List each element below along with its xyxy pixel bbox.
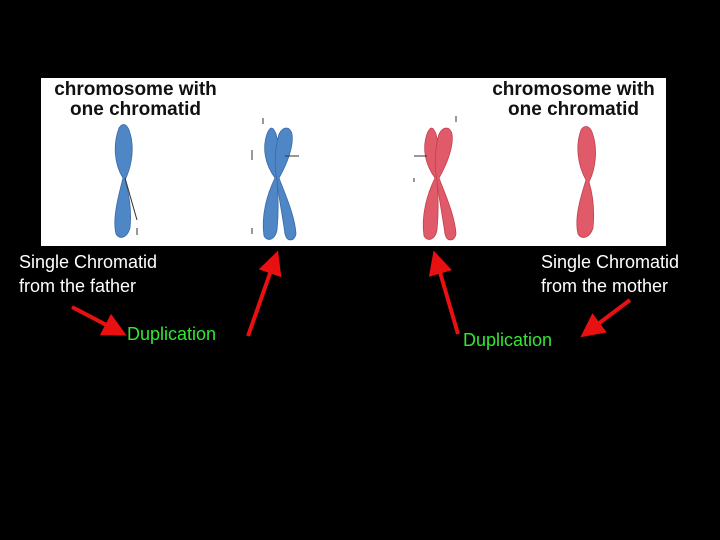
father-label-line1: Single Chromatid (19, 252, 158, 272)
right-figure-label: chromosome with one chromatid (481, 80, 666, 120)
father-duplicated-chromosome (251, 118, 299, 241)
duplication-label-right: Duplication (463, 330, 553, 350)
mother-to-duplication-arrow (580, 298, 632, 338)
mother-label-line2: from the mother (541, 276, 669, 296)
chromosome-figure: chromosome with one chromatid chromosome… (41, 78, 666, 246)
right-figure-label-line2: one chromatid (508, 99, 639, 120)
duplication-label-left: Duplication (127, 324, 217, 344)
left-figure-label: chromosome with one chromatid (43, 80, 228, 120)
duplication-to-mother-pair-arrow (428, 250, 460, 335)
mother-chromatid-label: Single Chromatid from the mother (541, 250, 679, 298)
mother-duplicated-chromosome (413, 116, 457, 241)
left-figure-label-line1: chromosome with (54, 79, 217, 100)
mother-label-line1: Single Chromatid (541, 252, 680, 272)
father-chromatid-label: Single Chromatid from the father (19, 250, 157, 298)
mother-single-chromatid (576, 126, 596, 238)
duplication-to-father-pair-arrow (246, 250, 282, 337)
left-figure-label-line2: one chromatid (70, 99, 201, 120)
right-figure-label-line1: chromosome with (492, 79, 655, 100)
father-label-line2: from the father (19, 276, 137, 296)
father-to-duplication-arrow (71, 305, 127, 336)
father-single-chromatid (114, 124, 138, 238)
chromosome-drawing (114, 116, 596, 241)
